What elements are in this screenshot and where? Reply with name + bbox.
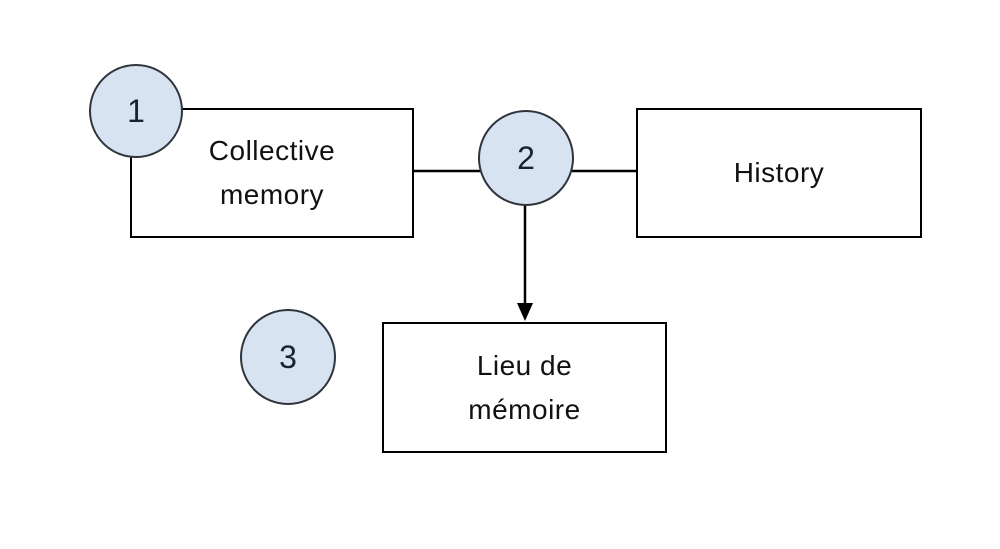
node-lieu-de-memoire-label-line2: mémoire xyxy=(468,393,581,425)
arrowhead-down-icon xyxy=(517,303,533,321)
marker-circle-2-label: 2 xyxy=(517,139,535,176)
marker-circle-2: 2 xyxy=(478,110,574,206)
marker-circle-3-label: 3 xyxy=(279,338,297,375)
marker-circle-1: 1 xyxy=(89,64,183,158)
node-history-label: History xyxy=(733,157,825,188)
node-history: History xyxy=(636,108,922,238)
node-lieu-de-memoire: Lieu de mémoire xyxy=(382,322,667,453)
marker-circle-1-label: 1 xyxy=(127,92,145,129)
node-collective-memory-label-line1: Collective xyxy=(208,135,336,166)
node-collective-memory-label-line2: memory xyxy=(219,179,325,210)
node-lieu-de-memoire-label-line1: Lieu de xyxy=(476,349,573,381)
marker-circle-3: 3 xyxy=(240,309,336,405)
